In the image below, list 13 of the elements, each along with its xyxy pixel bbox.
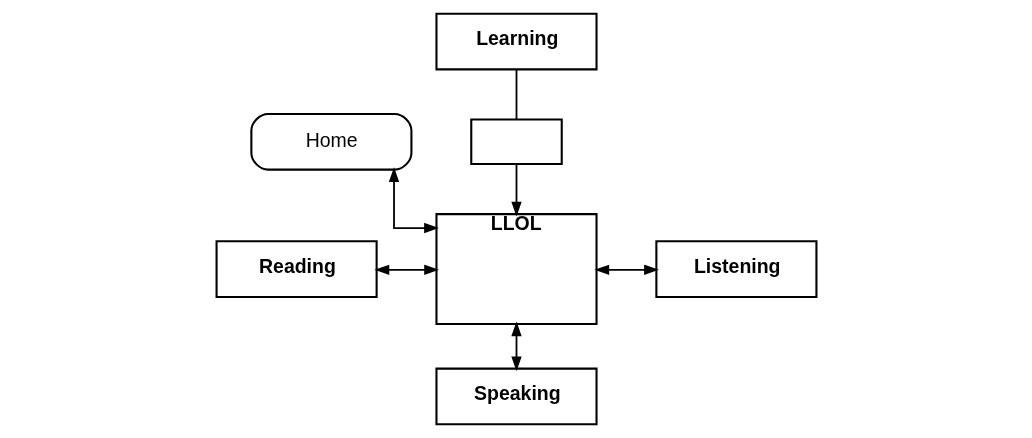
connector — [515, 68, 517, 121]
arrow — [593, 264, 659, 275]
node-box: Learning — [434, 12, 598, 71]
node-box: Home — [249, 112, 412, 171]
node-box — [469, 118, 563, 166]
arrow — [510, 163, 522, 217]
node-box: Speaking — [434, 367, 598, 426]
arrow — [374, 264, 439, 275]
node-box: LLOL — [434, 213, 598, 326]
arrow — [388, 167, 439, 234]
node-box: Reading — [215, 240, 378, 298]
node-box: Listening — [654, 240, 817, 298]
arrow — [510, 321, 522, 372]
